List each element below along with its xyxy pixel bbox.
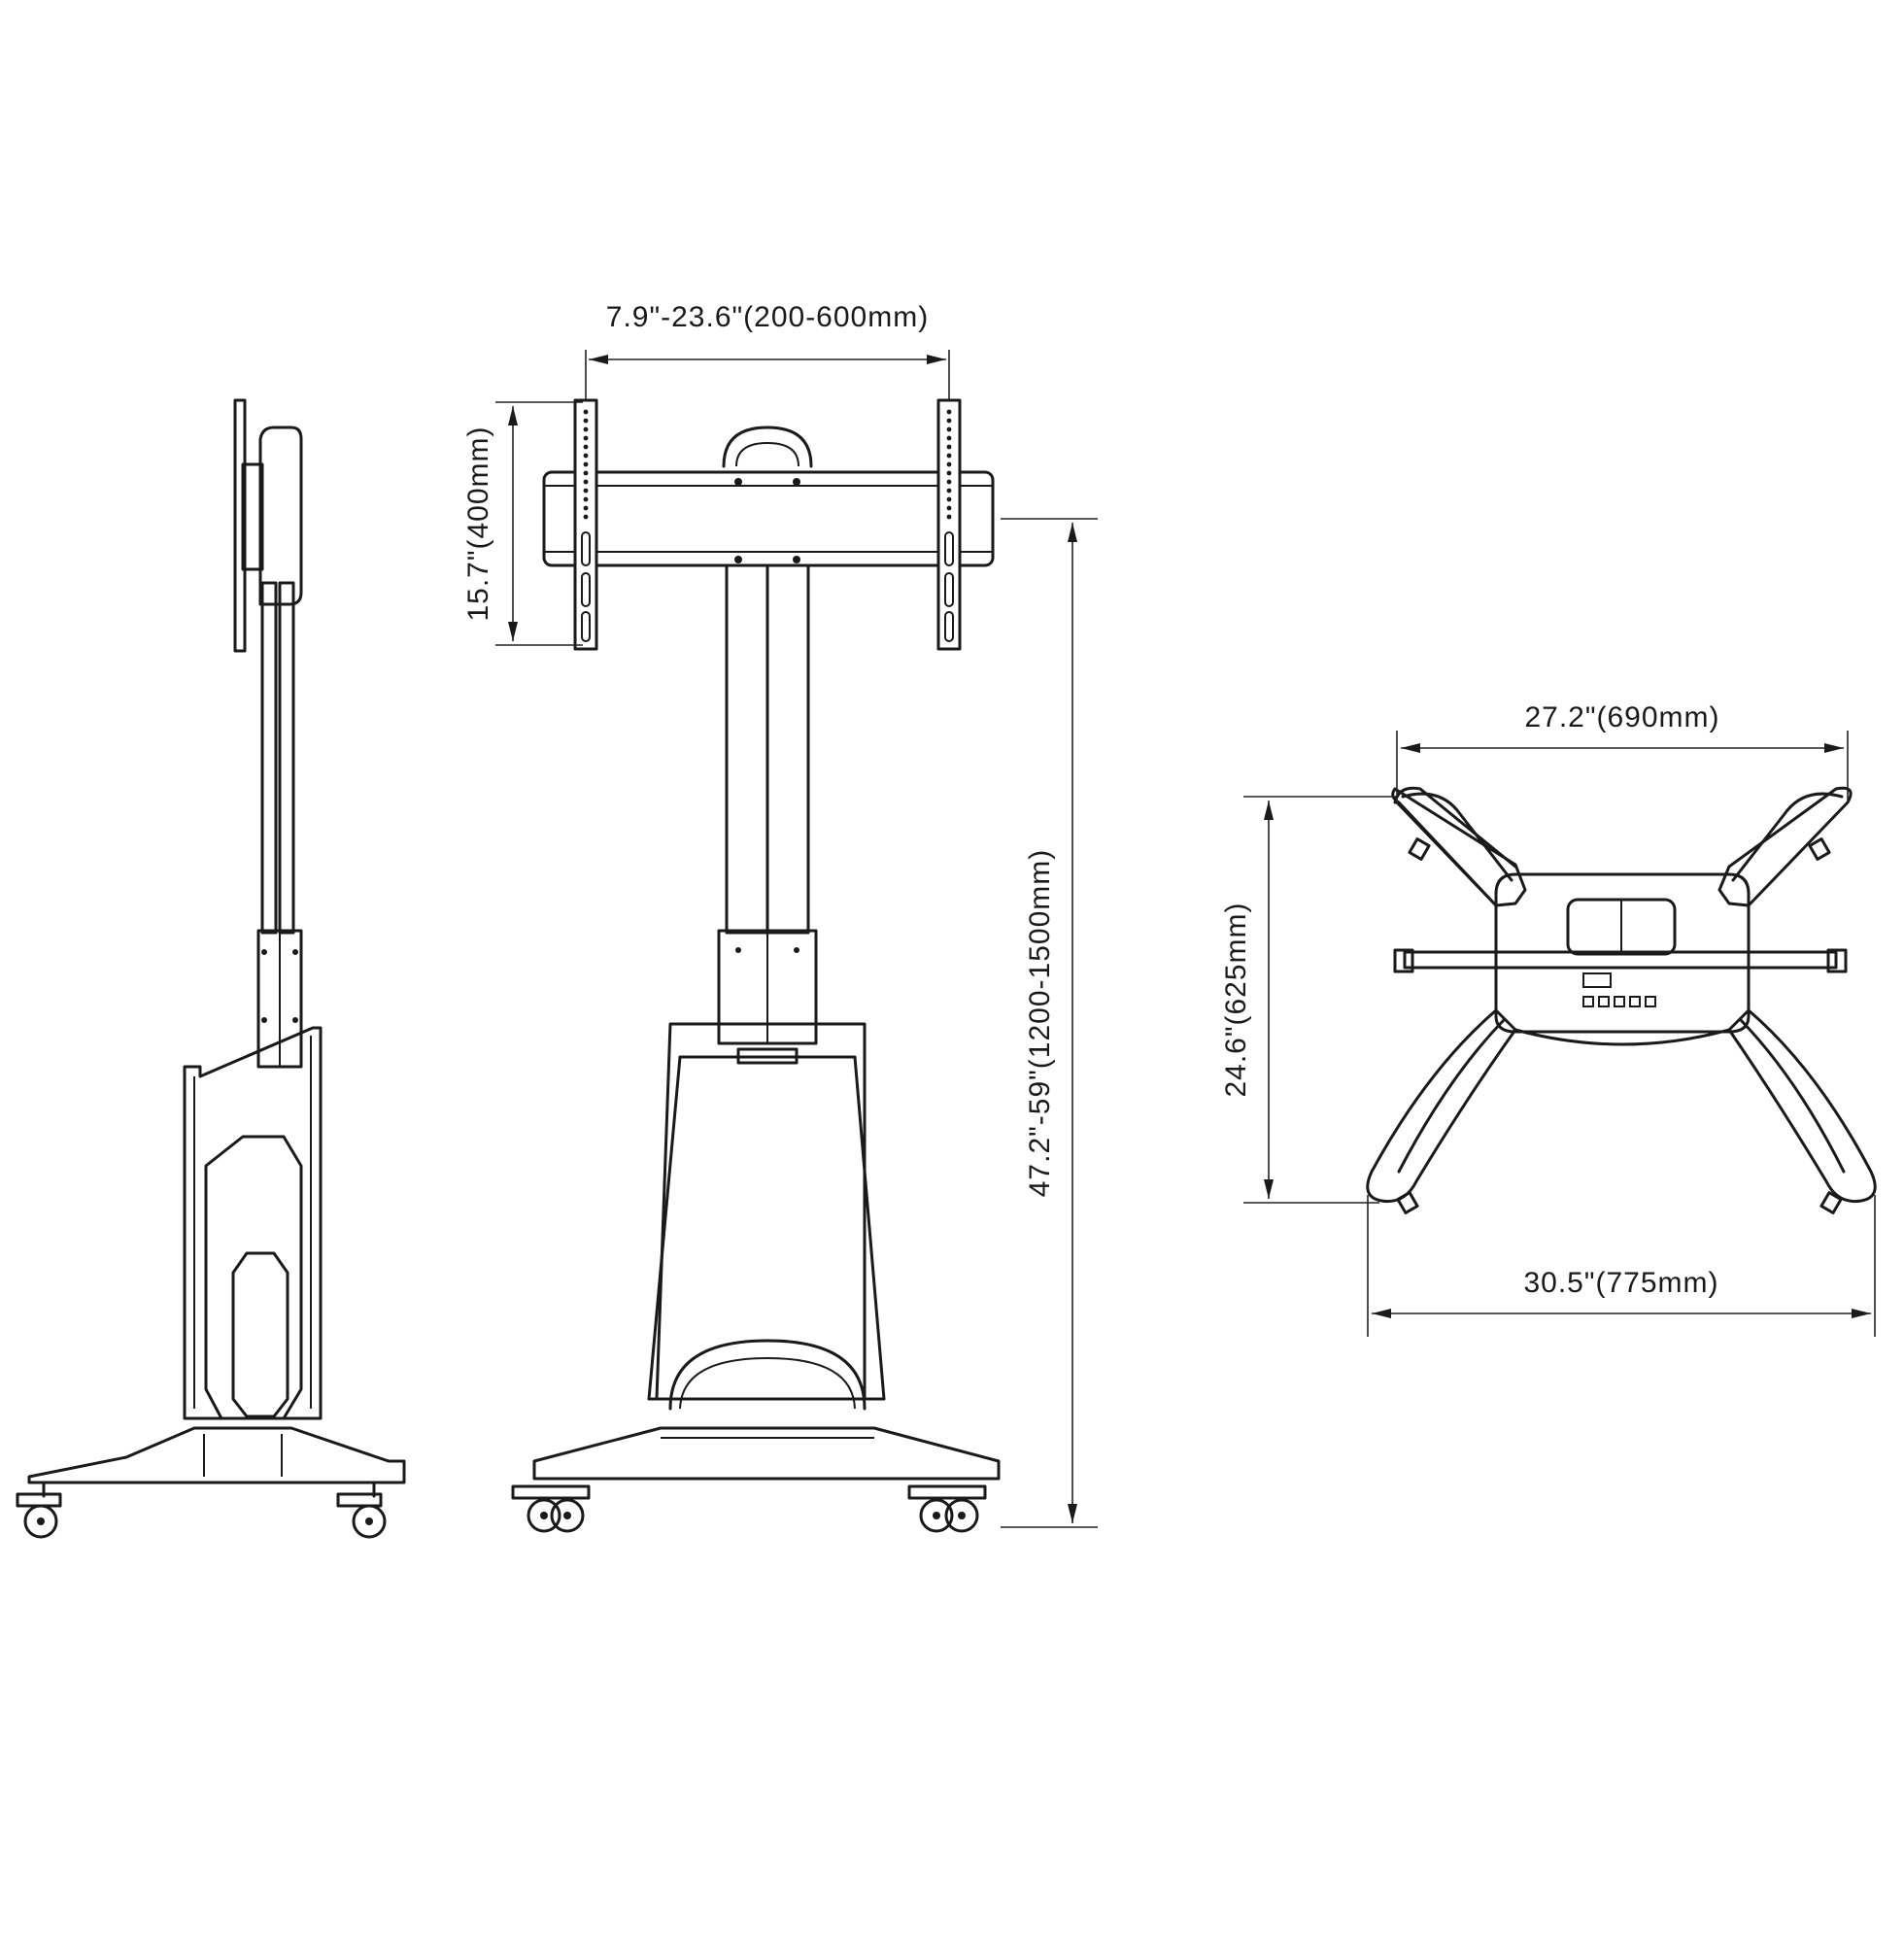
dimension-vesa-height: 15.7"(400mm) [462, 401, 583, 646]
top-leg-lower-left [1366, 1008, 1517, 1204]
side-caster-left [16, 1481, 62, 1539]
side-head [258, 426, 303, 606]
side-cabinet-window [231, 1251, 289, 1418]
vesa-hole [946, 514, 952, 520]
vesa-hole [583, 496, 589, 502]
vesa-hole [946, 479, 952, 485]
side-cabinet [183, 1026, 323, 1420]
front-caster-right [907, 1484, 987, 1533]
vesa-hole [583, 461, 589, 467]
vesa-hole [946, 418, 952, 424]
front-handle [722, 426, 813, 468]
vesa-hole [583, 426, 589, 432]
top-buttons [1582, 996, 1656, 1007]
vesa-hole [583, 505, 589, 511]
dimension-total-height: 47.2"-59"(1200-1500mm) [1001, 518, 1098, 1528]
top-feet [1396, 837, 1843, 1214]
vesa-hole [583, 444, 589, 450]
base-width-top-label: 27.2"(690mm) [1524, 701, 1719, 733]
front-base [532, 1426, 1001, 1481]
top-front-arc [1513, 1028, 1731, 1046]
side-base [27, 1426, 406, 1484]
top-display [1582, 972, 1612, 988]
front-vesa-arm-left [573, 398, 598, 651]
top-leg-upper-right [1717, 786, 1853, 907]
base-depth-label: 24.6"(625mm) [1220, 902, 1252, 1097]
side-bracket [241, 462, 264, 571]
dimension-vesa-width: 7.9"-23.6"(200-600mm) [585, 301, 950, 400]
side-upper-column-rear [278, 581, 295, 935]
vesa-hole [583, 435, 589, 441]
vesa-hole [946, 426, 952, 432]
side-caster-right [336, 1481, 387, 1539]
front-upper-column-left [725, 563, 769, 935]
vesa-hole [946, 496, 952, 502]
top-leg-lower-right [1727, 1008, 1877, 1204]
vesa-hole [946, 505, 952, 511]
side-view [16, 398, 406, 1539]
vesa-holes [583, 409, 952, 520]
vesa-hole [583, 470, 589, 476]
vesa-hole [583, 409, 589, 415]
base-width-bottom-label: 30.5"(775mm) [1523, 1267, 1718, 1299]
front-cabinet [647, 1055, 886, 1401]
vesa-hole [946, 409, 952, 415]
vesa-hole [583, 488, 589, 494]
vesa-hole [583, 479, 589, 485]
vesa-hole [946, 470, 952, 476]
top-view [1366, 786, 1877, 1214]
vesa-height-label: 15.7"(400mm) [462, 426, 494, 621]
front-view [511, 398, 1001, 1533]
total-height-label: 47.2"-59"(1200-1500mm) [1024, 849, 1056, 1197]
dimension-base-width-bottom: 30.5"(775mm) [1367, 1195, 1876, 1337]
vesa-hole [583, 514, 589, 520]
vesa-hole [946, 461, 952, 467]
dimension-base-width-top: 27.2"(690mm) [1396, 701, 1849, 802]
front-upper-column-right [765, 563, 810, 935]
vesa-width-label: 7.9"-23.6"(200-600mm) [606, 301, 929, 333]
side-screen-plate [233, 398, 247, 653]
vesa-hole [583, 418, 589, 424]
top-leg-upper-right-inner [1731, 792, 1844, 882]
top-leg-upper-left-inner [1401, 792, 1513, 882]
side-cabinet-panel [204, 1135, 303, 1420]
front-cabinet-arch [668, 1339, 867, 1411]
vesa-hole [583, 453, 589, 459]
front-caster-left [511, 1484, 591, 1533]
vesa-hole [946, 488, 952, 494]
vesa-hole [946, 453, 952, 459]
side-upper-column [260, 581, 278, 935]
dimension-base-depth: 24.6"(625mm) [1220, 796, 1399, 1204]
top-crossbar [1403, 950, 1838, 970]
vesa-hole [946, 435, 952, 441]
vesa-hole [946, 444, 952, 450]
front-cabinet-back [655, 1022, 867, 1401]
front-control-panel [736, 1047, 799, 1065]
